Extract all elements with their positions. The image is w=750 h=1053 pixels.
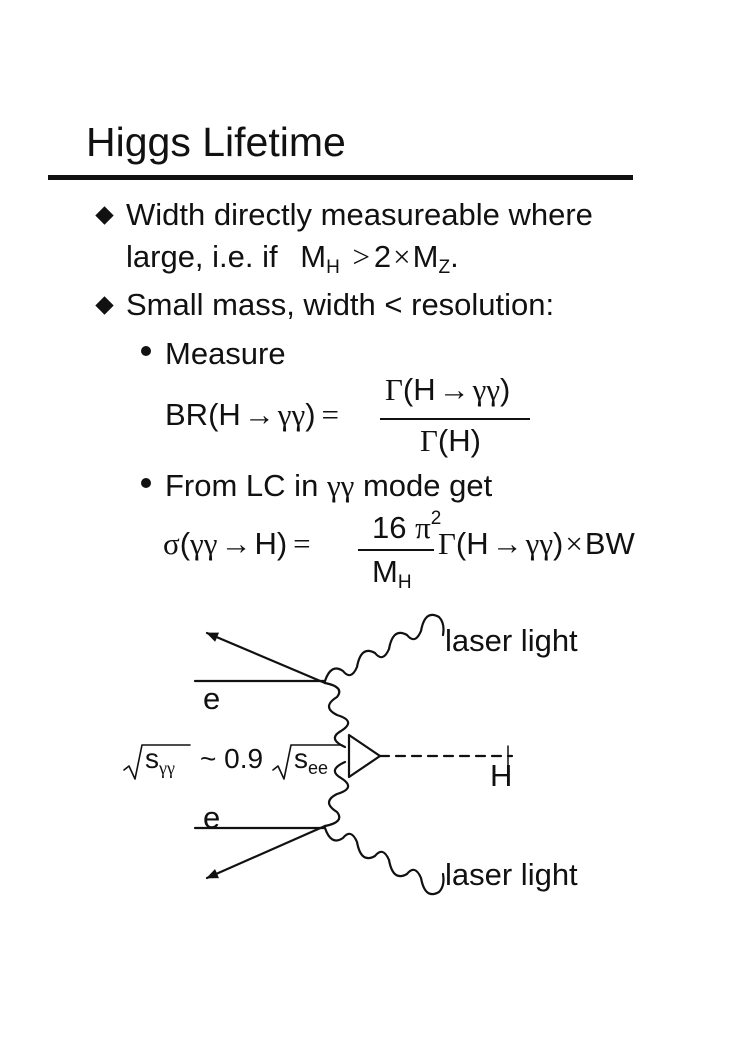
mass-symbol-z: M — [412, 239, 439, 274]
s-symbol: s — [145, 743, 159, 774]
sub-bullet-1-text: Measure — [165, 336, 286, 371]
gamma-width: Γ — [420, 423, 438, 458]
outgoing-electron-top — [205, 631, 327, 685]
fraction-bar — [358, 549, 434, 551]
text-part-a: From LC in — [165, 468, 319, 503]
rhs-h: (H — [455, 526, 489, 561]
s-subscript: ee — [308, 758, 329, 778]
sqrt-icon — [123, 744, 191, 780]
mass-condition: MH >2×MZ. — [300, 239, 459, 277]
gamma-gamma: γγ — [472, 372, 501, 407]
gamma-gamma: γγ — [277, 397, 306, 432]
br-numerator: Γ(H→γγ) — [385, 374, 510, 405]
energy-relation-ee: see — [294, 743, 328, 778]
page-title: Higgs Lifetime — [86, 119, 346, 165]
arrow: → — [243, 397, 275, 432]
greater-than: > — [352, 239, 370, 274]
higgs-paren: H) — [254, 526, 288, 561]
paren: ) — [553, 526, 564, 561]
breit-wigner: BW — [584, 526, 635, 561]
sqrt-icon — [272, 744, 343, 780]
arrow: → — [438, 372, 470, 407]
gamma-gamma: γγ — [525, 526, 554, 561]
gamma-width: Γ — [385, 372, 403, 407]
factor: 2 — [373, 239, 392, 274]
gamma-gamma: γγ — [190, 526, 218, 561]
sub-bullet-dot-icon — [141, 478, 151, 488]
text-part-b: mode get — [362, 468, 493, 503]
energy-relation: sγγ — [145, 743, 175, 778]
photon-bottom — [323, 760, 350, 828]
paren: ( — [179, 526, 191, 561]
arrow: → — [220, 526, 252, 561]
fraction-bar — [380, 418, 530, 420]
sigma-numerator: 16 π2 — [372, 509, 441, 545]
paren: ) — [500, 372, 511, 407]
numerator-h: (H — [402, 372, 436, 407]
times-sign: × — [393, 239, 411, 274]
sub-bullet-dot-icon — [141, 346, 151, 356]
bullet-1-text: large, i.e. if — [126, 239, 278, 274]
laser-photon-top — [323, 613, 445, 683]
mass-symbol: M — [372, 554, 398, 589]
title-underline — [48, 175, 633, 180]
mass-subscript: H — [397, 572, 412, 593]
higgs-label: H — [490, 758, 513, 793]
mass-subscript: H — [326, 257, 340, 278]
energy-ratio: ~ 0.9 — [200, 743, 264, 774]
sub-bullet-2-text: From LC in γγ mode get — [165, 470, 492, 501]
sigma-symbol: σ — [163, 526, 180, 561]
denominator-h: (H) — [437, 423, 481, 458]
paren: ) — [305, 397, 316, 432]
s-symbol: s — [294, 743, 308, 774]
equals: = — [321, 397, 339, 432]
electron-top-label: e — [203, 681, 221, 716]
outgoing-electron-bottom — [205, 824, 327, 880]
exponent: 2 — [430, 508, 442, 529]
bullet-1-line-2: large, i.e. if MH >2×MZ. — [126, 239, 459, 277]
mass-subscript-z: Z — [438, 257, 451, 278]
loop-triangle — [347, 733, 382, 779]
br-denominator: Γ(H) — [420, 425, 481, 456]
numerator-16: 16 — [372, 510, 407, 545]
bullet-2-line-1: Small mass, width < resolution: — [126, 287, 555, 322]
arrow: → — [491, 526, 523, 561]
laser-light-top-label: laser light — [445, 623, 578, 658]
gamma-gamma: γγ — [326, 468, 355, 503]
sigma-lhs: σ(γγ→H)= — [163, 528, 311, 559]
laser-photon-bottom — [323, 826, 445, 896]
pi-symbol: π — [415, 510, 431, 545]
electron-bottom-label: e — [203, 800, 221, 835]
br-label: BR(H — [165, 397, 241, 432]
sigma-rhs: Γ(H→γγ)×BW — [438, 528, 635, 559]
times-sign: × — [565, 526, 583, 561]
mass-symbol: M — [300, 239, 327, 274]
laser-light-bottom-label: laser light — [445, 857, 578, 892]
photon-top — [323, 681, 350, 749]
equals: = — [293, 526, 311, 561]
br-lhs: BR(H→γγ)= — [165, 399, 339, 430]
period: . — [450, 239, 459, 274]
bullet-1-line-1: Width directly measureable where — [126, 197, 593, 232]
s-subscript: γγ — [159, 758, 175, 778]
gamma-width: Γ — [438, 526, 456, 561]
sigma-denominator: MH — [372, 554, 412, 592]
